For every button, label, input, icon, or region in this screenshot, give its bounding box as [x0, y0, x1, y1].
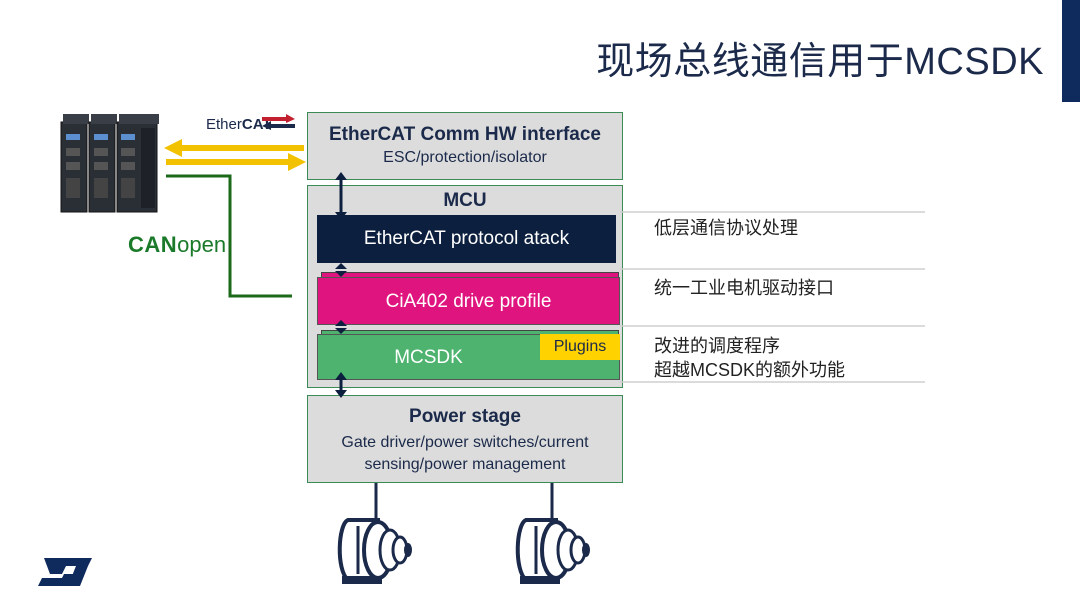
canopen-logo-bold: CAN: [128, 232, 178, 257]
mcsdk-annotation-2: 超越MCSDK的额外功能: [654, 360, 846, 380]
mcsdk-layer-label: MCSDK: [394, 347, 463, 368]
canopen-link-line: [166, 174, 292, 298]
connector-arrow-mcsdk-power: [335, 372, 347, 398]
protocol-layer-label: EtherCAT protocol atack: [363, 228, 570, 249]
ethercat-hw-interface-block: EtherCAT Comm HW interface ESC/protectio…: [307, 112, 623, 180]
annotation-divider-lines: [620, 211, 925, 383]
power-stage-block: Power stage Gate driver/power switches/c…: [307, 395, 623, 483]
ethercat-protocol-stack-layer: EtherCAT protocol atack: [317, 215, 616, 263]
connector-arrow-cia-mcsdk: [335, 320, 347, 334]
connector-arrow-hw-mcu: [335, 172, 347, 220]
drive-unit-3: [116, 114, 159, 213]
power-stage-title: Power stage: [409, 406, 521, 427]
ethercat-logo-arrows-icon: [262, 114, 295, 130]
ethercat-hw-title: EtherCAT Comm HW interface: [328, 124, 601, 145]
power-stage-line-2: sensing/power management: [364, 456, 566, 473]
ethercat-hw-subtitle: ESC/protection/isolator: [383, 149, 547, 166]
protocol-annotation: 低层通信协议处理: [654, 218, 798, 238]
drive-unit-1: [60, 114, 89, 213]
connector-arrow-protocol-cia: [335, 263, 347, 277]
cia402-drive-profile-layer: CiA402 drive profile: [317, 277, 620, 325]
plugins-badge: Plugins: [540, 334, 620, 360]
st-logo: [38, 558, 92, 586]
mcsdk-annotation-1: 改进的调度程序: [654, 336, 780, 356]
canopen-logo-light: open: [177, 232, 227, 257]
cia402-annotation: 统一工业电机驱动接口: [654, 278, 834, 298]
canopen-logo: CANopen: [128, 232, 226, 258]
ethercat-logo-prefix: Ether: [206, 116, 242, 133]
servo-drives-illustration: [60, 114, 159, 213]
motor-icon: [515, 518, 590, 584]
motor-wires: [374, 483, 554, 519]
mcu-label: MCU: [443, 190, 487, 211]
cia402-layer-label: CiA402 drive profile: [385, 291, 552, 312]
power-stage-line-1: Gate driver/power switches/current: [341, 434, 589, 451]
ethercat-link-arrow: [164, 139, 306, 171]
page-title: 现场总线通信用于MCSDK: [596, 41, 1044, 83]
motor-icon: [337, 518, 412, 584]
title-accent-bar: [1062, 0, 1080, 102]
drive-unit-2: [88, 114, 117, 213]
